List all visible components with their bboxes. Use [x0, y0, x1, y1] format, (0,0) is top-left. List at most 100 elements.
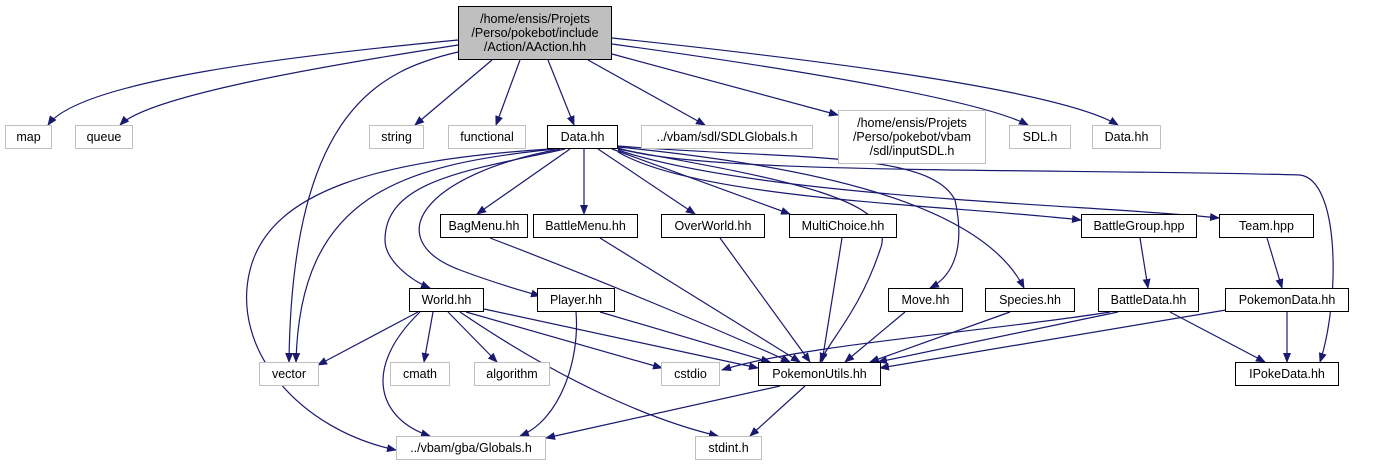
edge-aaction-functional	[495, 59, 521, 126]
node-data[interactable]: Data.hh	[547, 125, 618, 149]
edge-overworld-pokemonutils	[719, 237, 811, 363]
node-inputsdl[interactable]: /home/ensis/Projets /Perso/pokebot/vbam …	[838, 110, 986, 164]
node-battledata-label: BattleData.hh	[1110, 293, 1187, 307]
edge-data-pokemonutils	[617, 148, 883, 363]
edge-data-multichoice	[611, 148, 791, 215]
edge-data-ipokedata	[617, 147, 1334, 363]
node-functional[interactable]: functional	[448, 125, 526, 149]
node-map[interactable]: map	[5, 125, 52, 149]
edge-data-globals	[245, 148, 551, 453]
edge-aaction-map	[47, 39, 459, 126]
node-ipokedata-label: IPokeData.hh	[1249, 367, 1325, 381]
node-multichoice-label: MultiChoice.hh	[801, 219, 885, 233]
edge-aaction-vector	[285, 51, 459, 363]
node-vector-label: vector	[271, 367, 307, 381]
node-pokemonutils-label: PokemonUtils.hh	[772, 367, 867, 381]
node-vector[interactable]: vector	[259, 362, 319, 386]
node-stdint-label: stdint.h	[708, 441, 749, 455]
node-team-label: Team.hpp	[1239, 219, 1294, 233]
edge-data-species	[617, 146, 1025, 289]
edge-data-move	[617, 145, 960, 289]
node-cstdio-label: cstdio	[674, 367, 707, 381]
edge-world-cmath	[421, 311, 434, 363]
edge-world-cstdio	[465, 311, 663, 370]
node-aaction-label: /home/ensis/Projets /Perso/pokebot/inclu…	[471, 12, 599, 54]
node-world-label: World.hh	[421, 293, 472, 307]
node-player[interactable]: Player.hh	[537, 288, 615, 312]
edge-data-world	[384, 148, 566, 289]
edge-battledata-ipokedata	[1169, 311, 1266, 363]
node-species[interactable]: Species.hh	[985, 288, 1075, 312]
node-ipokedata[interactable]: IPokeData.hh	[1235, 362, 1339, 386]
edge-aaction-data	[547, 59, 575, 126]
edge-aaction-queue	[119, 44, 459, 126]
node-sdlglobals-label: ../vbam/sdl/SDLGlobals.h	[656, 130, 798, 144]
edge-data-player	[418, 148, 561, 298]
edge-world-globals	[382, 311, 431, 438]
edge-aaction-sdlglobals	[587, 59, 706, 126]
node-overworld-label: OverWorld.hh	[674, 219, 752, 233]
node-multichoice[interactable]: MultiChoice.hh	[789, 214, 897, 238]
node-inputsdl-label: /home/ensis/Projets /Perso/pokebot/vbam …	[852, 116, 972, 158]
node-battlegroup[interactable]: BattleGroup.hpp	[1081, 214, 1197, 238]
node-sdl[interactable]: SDL.h	[1009, 125, 1071, 149]
node-world[interactable]: World.hh	[409, 288, 484, 312]
node-sdlglobals[interactable]: ../vbam/sdl/SDLGlobals.h	[641, 125, 813, 149]
edge-aaction-inputsdl	[611, 53, 839, 117]
node-algorithm[interactable]: algorithm	[474, 362, 550, 386]
node-queue-label: queue	[86, 130, 122, 144]
edge-battlegroup-battledata	[1139, 237, 1151, 289]
node-globals[interactable]: ../vbam/gba/Globals.h	[396, 436, 546, 460]
edge-aaction-string	[414, 59, 493, 126]
node-species-label: Species.hh	[999, 293, 1061, 307]
node-sdl-label: SDL.h	[1022, 130, 1058, 144]
node-data-label: Data.hh	[560, 130, 605, 144]
node-cstdio[interactable]: cstdio	[661, 362, 720, 386]
edge-world-pokemonutils	[483, 308, 759, 371]
node-string[interactable]: string	[369, 125, 424, 149]
edge-aaction-sdl	[611, 43, 1029, 126]
node-queue[interactable]: queue	[75, 125, 133, 149]
node-algorithm-label: algorithm	[486, 367, 538, 381]
edge-world-algorithm	[447, 311, 498, 363]
node-functional-label: functional	[460, 130, 514, 144]
edge-data-team	[617, 149, 1220, 222]
node-cmath-label: cmath	[402, 367, 438, 381]
edge-team-pokemondata	[1266, 237, 1284, 289]
dependency-edges	[47, 37, 1334, 453]
node-move[interactable]: Move.hh	[888, 288, 963, 312]
node-stdint[interactable]: stdint.h	[695, 436, 762, 460]
edge-data-overworld	[597, 148, 696, 215]
node-map-label: map	[16, 130, 41, 144]
edge-player-pokemonutils	[599, 311, 771, 364]
node-team[interactable]: Team.hpp	[1219, 214, 1314, 238]
edge-aaction-data2	[611, 37, 1119, 126]
edge-multichoice-pokemonutils	[819, 237, 843, 363]
node-cmath[interactable]: cmath	[390, 362, 450, 386]
node-aaction[interactable]: /home/ensis/Projets /Perso/pokebot/inclu…	[458, 6, 612, 60]
node-globals-label: ../vbam/gba/Globals.h	[410, 441, 532, 455]
edge-pokemondata-pokemonutils	[879, 308, 1233, 371]
edge-data-battlegroup	[617, 151, 1082, 223]
node-battlegroup-label: BattleGroup.hpp	[1093, 219, 1185, 233]
edge-world-vector	[317, 311, 419, 366]
node-data2-label: Data.hh	[1104, 130, 1149, 144]
edge-pokemonutils-globals	[545, 385, 781, 440]
node-battledata[interactable]: BattleData.hh	[1098, 288, 1199, 312]
node-pokemonutils[interactable]: PokemonUtils.hh	[758, 362, 881, 386]
node-data2[interactable]: Data.hh	[1092, 125, 1161, 149]
node-bagmenu[interactable]: BagMenu.hh	[440, 214, 528, 238]
node-move-label: Move.hh	[901, 293, 950, 307]
node-bagmenu-label: BagMenu.hh	[448, 219, 520, 233]
node-battlemenu-label: BattleMenu.hh	[545, 219, 626, 233]
node-pokemondata-label: PokemonData.hh	[1238, 293, 1336, 307]
edge-battledata-pokemonutils	[877, 311, 1119, 365]
edge-bagmenu-pokemonutils	[489, 237, 791, 363]
node-pokemondata[interactable]: PokemonData.hh	[1225, 288, 1349, 312]
edge-player-globals	[519, 311, 578, 437]
edge-battlemenu-pokemonutils	[599, 237, 801, 363]
node-battlemenu[interactable]: BattleMenu.hh	[533, 214, 638, 238]
edge-species-pokemonutils	[869, 311, 1011, 363]
node-overworld[interactable]: OverWorld.hh	[661, 214, 765, 238]
